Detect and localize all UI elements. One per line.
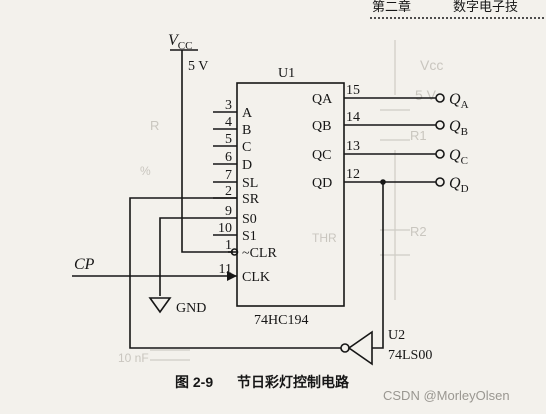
pin-number: 10 bbox=[218, 221, 232, 236]
terminal-label: QA bbox=[449, 91, 469, 111]
input-pin-c: 5C bbox=[213, 132, 251, 155]
terminal-label: QB bbox=[449, 118, 468, 138]
chip-body bbox=[236, 82, 345, 307]
terminal-label: QC bbox=[449, 147, 468, 167]
pin-label: QC bbox=[312, 148, 331, 163]
chip-name: U1 bbox=[278, 66, 295, 81]
ground-symbol bbox=[148, 297, 172, 314]
pin-label: QD bbox=[312, 176, 332, 191]
ground-label: GND bbox=[176, 301, 206, 316]
pin-number: 1 bbox=[225, 238, 232, 253]
pin-number: 13 bbox=[346, 139, 360, 154]
input-pin-nclr: 1 ~CLR bbox=[225, 238, 277, 261]
pin-number: 15 bbox=[346, 83, 360, 98]
pin-number: 5 bbox=[225, 132, 232, 147]
vcc-supply: VCC 5 V bbox=[168, 32, 237, 253]
pin-label: S1 bbox=[242, 229, 257, 244]
figure-caption: 图 2-9 节日彩灯控制电路 bbox=[175, 374, 350, 390]
clock-label: CP bbox=[74, 256, 95, 273]
pin-number: 12 bbox=[346, 167, 360, 182]
pin-label: ~CLR bbox=[242, 246, 277, 261]
pin-label: C bbox=[242, 140, 251, 155]
input-pin-b: 4B bbox=[213, 115, 251, 138]
page-header: 第二章 数字电子技 bbox=[370, 0, 546, 19]
svg-text:Vcc: Vcc bbox=[420, 57, 443, 73]
clock-arrow bbox=[227, 271, 237, 281]
chip-u1: U1 74HC194 bbox=[236, 66, 345, 328]
svg-text:R2: R2 bbox=[410, 224, 427, 239]
inverter-name: U2 bbox=[388, 328, 405, 343]
pin-label: A bbox=[242, 106, 253, 121]
pin-number: 7 bbox=[225, 168, 232, 183]
pin-label: B bbox=[242, 123, 251, 138]
chapter-label: 第二章 bbox=[372, 0, 411, 14]
svg-text:R: R bbox=[150, 118, 159, 133]
pin-label: D bbox=[242, 158, 252, 173]
output-terminal bbox=[435, 149, 445, 159]
input-pin-s0: 9S0 bbox=[213, 204, 257, 227]
svg-text:%: % bbox=[140, 164, 151, 178]
qd-junction-dot bbox=[380, 179, 386, 185]
svg-text:10 nF: 10 nF bbox=[118, 351, 149, 365]
inverter-part: 74LS00 bbox=[388, 348, 432, 363]
chip-part: 74HC194 bbox=[254, 313, 308, 328]
input-pin-sl: 7SL bbox=[213, 168, 258, 191]
terminal-label: QD bbox=[449, 175, 469, 195]
pin-label: QB bbox=[312, 119, 331, 134]
output-terminal bbox=[435, 120, 445, 130]
pin-number: 4 bbox=[225, 115, 232, 130]
vcc-to-clr-wire bbox=[181, 50, 237, 253]
pin-number: 14 bbox=[346, 110, 360, 125]
input-pin-a: 3A bbox=[213, 98, 253, 121]
pin-number: 9 bbox=[225, 204, 232, 219]
inverter-input-wire bbox=[372, 332, 384, 349]
bleed-through: Vcc 5 V R1 R2 THR R % 10 nF bbox=[118, 40, 443, 365]
pin-label: SR bbox=[242, 192, 260, 207]
inverter-to-sr-wire bbox=[129, 197, 341, 349]
pin-label: SL bbox=[242, 176, 258, 191]
output-terminal bbox=[435, 93, 445, 103]
pin-number: 2 bbox=[225, 184, 232, 199]
input-pin-d: 6D bbox=[213, 150, 252, 173]
inverter-triangle bbox=[347, 330, 373, 366]
chapter-title: 数字电子技 bbox=[453, 0, 518, 14]
caption-title: 节日彩灯控制电路 bbox=[237, 374, 350, 390]
vcc-symbol: VCC bbox=[168, 32, 192, 52]
clock-input: CP bbox=[72, 256, 237, 281]
pin-number: 3 bbox=[225, 98, 232, 113]
feedback-net: U2 74LS00 bbox=[129, 179, 432, 366]
vcc-value: 5 V bbox=[188, 59, 208, 74]
svg-text:THR: THR bbox=[312, 231, 337, 245]
svg-text:5 V: 5 V bbox=[415, 87, 437, 103]
pin-label: CLK bbox=[242, 270, 270, 285]
clr-inversion-bubble bbox=[230, 248, 239, 256]
pin-number: 6 bbox=[225, 150, 232, 165]
pin-label: QA bbox=[312, 92, 333, 107]
caption-figure-number: 图 2-9 bbox=[175, 374, 213, 390]
output-terminal bbox=[435, 177, 445, 187]
svg-text:R1: R1 bbox=[410, 128, 427, 143]
s0-ground-wire bbox=[159, 217, 213, 296]
csdn-watermark: CSDN @MorleyOlsen bbox=[383, 388, 510, 403]
pin-label: S0 bbox=[242, 212, 257, 227]
ground-net: GND bbox=[148, 217, 213, 316]
